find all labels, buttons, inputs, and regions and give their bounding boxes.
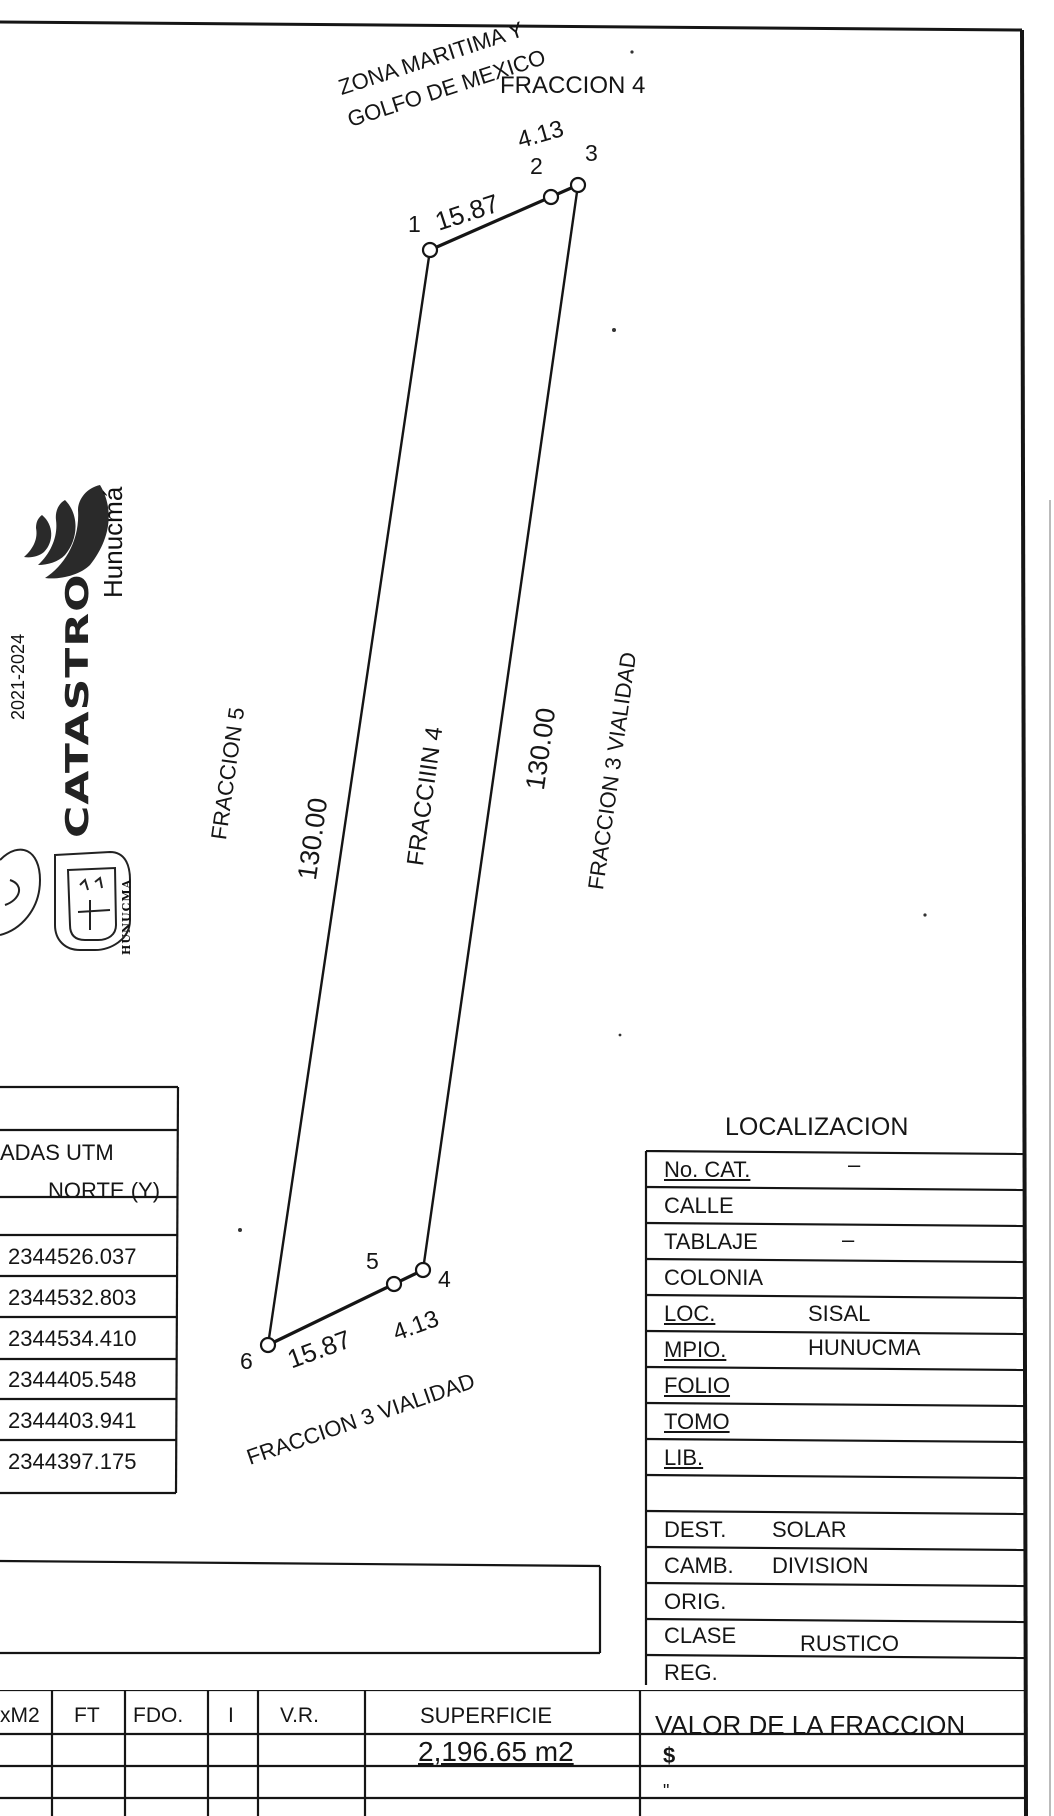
logo-years: 2021-2024	[8, 633, 28, 720]
coords-table-grid	[0, 1085, 180, 1495]
valuation-grid	[0, 1690, 1024, 1816]
hunucma-leaf-logo-icon	[24, 485, 109, 579]
vertex-label-5: 5	[366, 1248, 379, 1274]
loc-label-folio: FOLIO	[664, 1373, 731, 1398]
logo-catastro: CATASTRO	[60, 573, 96, 838]
vertex-4-marker	[414, 1261, 432, 1279]
loc-label-tablaje: TABLAJE	[664, 1229, 758, 1254]
loc-label-dest: DEST.	[664, 1517, 727, 1542]
col-header-vr: V.R.	[280, 1704, 319, 1727]
valor-title: VALOR DE LA FRACCION	[655, 1710, 966, 1740]
valor-currency: $	[663, 1743, 676, 1768]
col-header-xm2: xM2	[0, 1704, 40, 1727]
loc-value-loc: SISAL	[808, 1301, 871, 1326]
loc-value-mpio: HUNUCMA	[808, 1335, 921, 1360]
coords-header: ADAS UTM	[0, 1140, 114, 1165]
loc-label-nocat: No. CAT.	[664, 1157, 751, 1182]
vertex-label-1: 1	[408, 211, 421, 237]
superficie-value: 2,196.65 m2	[418, 1736, 574, 1767]
loc-label-tomo: TOMO	[664, 1409, 730, 1434]
coords-row-5: 2344403.941	[8, 1408, 137, 1433]
coords-row-4: 2344405.548	[8, 1367, 137, 1392]
loc-label-orig: ORIG.	[664, 1589, 727, 1614]
vertex-label-2: 2	[530, 153, 543, 179]
vertex-6-marker	[259, 1336, 277, 1354]
loc-label-clase: CLASE	[664, 1623, 737, 1648]
loc-label-lib: LIB.	[664, 1445, 704, 1470]
valor-ditto: "	[663, 1781, 670, 1801]
col-header-i: I	[228, 1704, 234, 1727]
loc-label-loc: LOC.	[664, 1301, 716, 1326]
loc-value-clase: RUSTICO	[800, 1631, 899, 1656]
col-header-superficie: SUPERFICIE	[420, 1703, 553, 1728]
logo-municipality: Hunucmá	[98, 486, 128, 598]
col-header-ft: FT	[74, 1704, 100, 1727]
loc-label-calle: CALLE	[664, 1193, 734, 1218]
remarks-box	[0, 1559, 602, 1655]
loc-value-dest: SOLAR	[772, 1517, 847, 1542]
vertex-2-marker	[542, 188, 560, 206]
fraccion-title: FRACCION 4	[500, 72, 646, 99]
vertex-label-3: 3	[585, 140, 598, 166]
col-header-fdo: FDO.	[133, 1704, 184, 1727]
vertex-5-marker	[385, 1275, 403, 1293]
coords-column-north: NORTE (Y)	[48, 1178, 161, 1203]
localizacion-title: LOCALIZACION	[725, 1113, 909, 1141]
municipal-seal-icon	[0, 848, 131, 951]
loc-label-mpio: MPIO.	[664, 1337, 727, 1362]
loc-value-camb: DIVISION	[772, 1553, 869, 1578]
loc-label-colonia: COLONIA	[664, 1265, 764, 1290]
coords-row-1: 2344526.037	[8, 1244, 137, 1269]
loc-value-nocat: –	[848, 1152, 861, 1177]
vertex-label-4: 4	[438, 1266, 451, 1292]
vertex-label-6: 6	[240, 1348, 253, 1374]
loc-label-reg: REG.	[664, 1660, 718, 1685]
seal-text: HUNUCMA	[120, 878, 133, 955]
loc-label-camb: CAMB.	[664, 1553, 734, 1578]
loc-value-tablaje: –	[842, 1227, 855, 1252]
coords-row-2: 2344532.803	[8, 1285, 137, 1310]
coords-row-6: 2344397.175	[8, 1449, 137, 1474]
localizacion-grid	[644, 1150, 1027, 1685]
vertex-1-marker	[421, 241, 439, 259]
vertex-3-marker	[569, 176, 587, 194]
coords-row-3: 2344534.410	[8, 1326, 137, 1351]
